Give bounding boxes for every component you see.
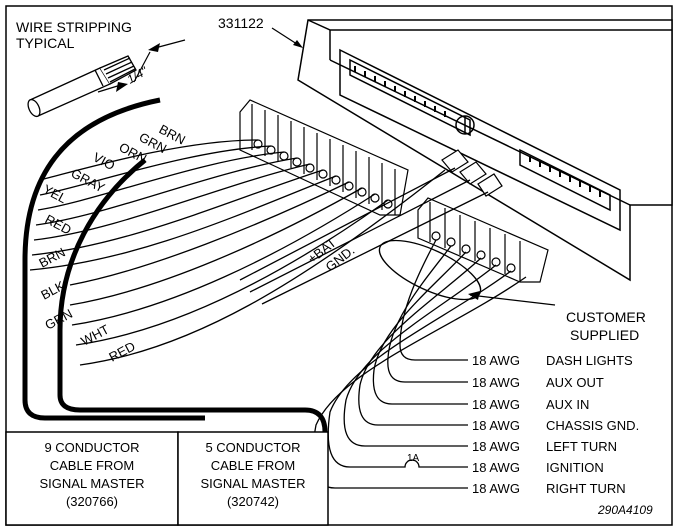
gauge-dash-lights: 18 AWG xyxy=(472,353,520,368)
dim-arrow-top xyxy=(148,43,160,52)
wire-label-yel: YEL xyxy=(41,181,70,206)
cable-9-jacket xyxy=(22,97,205,421)
gauge-left-turn: 18 AWG xyxy=(472,439,520,454)
cable-9-label-box xyxy=(5,431,179,526)
function-aux-out: AUX OUT xyxy=(546,375,604,390)
cable-5-line2: CABLE FROM xyxy=(211,458,296,473)
control-unit-331122 xyxy=(297,19,673,282)
function-aux-in: AUX IN xyxy=(546,397,589,412)
cable-9-line3: SIGNAL MASTER xyxy=(40,476,145,491)
part-number-label: 331122 xyxy=(218,15,264,31)
customer-arrowhead xyxy=(468,291,480,300)
function-dash-lights: DASH LIGHTS xyxy=(546,353,633,368)
wire-label-vio: VIO xyxy=(91,149,118,173)
wire-stripping-illustration xyxy=(27,55,137,118)
wire-stripping-typical: TYPICAL xyxy=(16,35,75,51)
wire-stripping-label: WIRE STRIPPING xyxy=(16,19,132,35)
cable-5-line1: 5 CONDUCTOR xyxy=(205,440,300,455)
cable-9-line2: CABLE FROM xyxy=(50,458,135,473)
function-chassis-gnd: CHASSIS GND. xyxy=(546,418,639,433)
cable-5-jacket xyxy=(57,158,328,490)
wire-label-gray: GRAY xyxy=(69,165,108,195)
cable-9-line1: 9 CONDUCTOR xyxy=(44,440,139,455)
figure-border xyxy=(5,5,673,526)
customer-supplied-line2: SUPPLIED xyxy=(570,327,639,343)
wire-label-brn-lower: BRN xyxy=(36,245,67,271)
cable-9-line4: (320766) xyxy=(66,494,118,509)
customer-supplied-line1: CUSTOMER xyxy=(566,309,646,325)
gauge-right-turn: 18 AWG xyxy=(472,481,520,496)
figure-id-label: 290A4109 xyxy=(597,503,653,517)
cable-5-label-box xyxy=(177,431,329,526)
power-plugs xyxy=(441,149,503,197)
gauge-ignition: 18 AWG xyxy=(472,460,520,475)
cable-5-line3: SIGNAL MASTER xyxy=(201,476,306,491)
conductor-wires-lower xyxy=(69,169,446,366)
function-ignition: IGNITION xyxy=(546,460,604,475)
wire-label-wht: WHT xyxy=(78,321,111,348)
cable-5-line4: (320742) xyxy=(227,494,279,509)
function-right-turn: RIGHT TURN xyxy=(546,481,626,496)
customer-leader xyxy=(469,294,556,306)
customer-wire-labels: 18 AWG DASH LIGHTS 18 AWG AUX OUT 18 AWG… xyxy=(472,353,639,496)
terminal-block-customer xyxy=(417,197,549,283)
fuse-label: 1A xyxy=(407,453,420,464)
power-wires xyxy=(239,167,489,305)
gauge-chassis-gnd: 18 AWG xyxy=(472,418,520,433)
conductor-wires-upper xyxy=(29,139,337,271)
function-left-turn: LEFT TURN xyxy=(546,439,617,454)
gauge-aux-out: 18 AWG xyxy=(472,375,520,390)
wire-label-red-lower: RED xyxy=(106,339,137,365)
dim-arrow-bottom xyxy=(116,82,128,92)
part-number-arrowhead xyxy=(293,40,303,48)
unit-connector-pins xyxy=(354,66,601,197)
gauge-aux-in: 18 AWG xyxy=(472,397,520,412)
